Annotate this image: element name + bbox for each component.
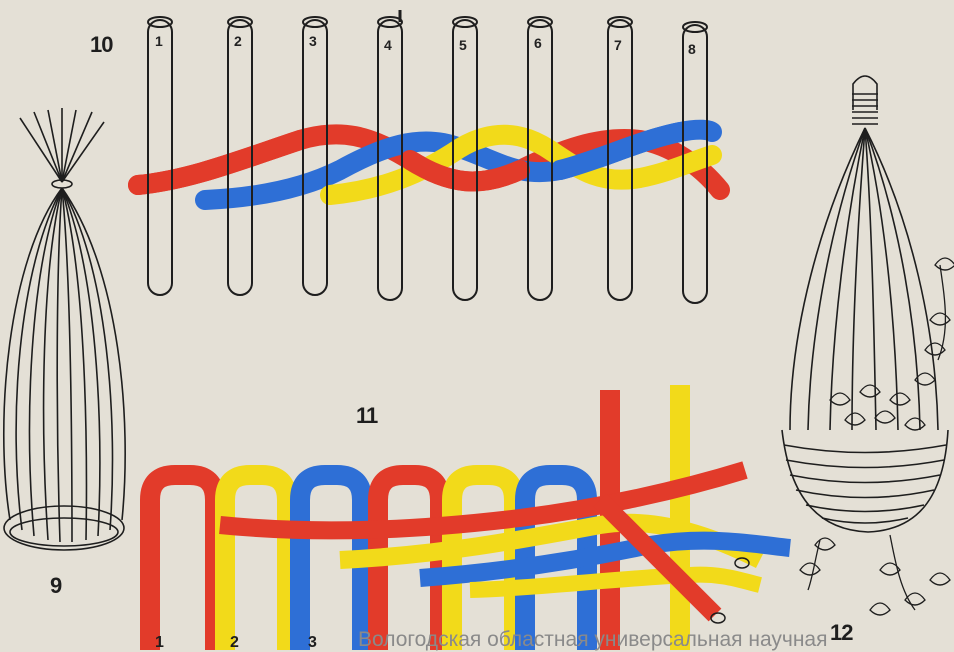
rod-label: 2 <box>234 33 242 49</box>
figure-10-number: 10 <box>90 32 112 58</box>
rod-1: 1 <box>148 17 172 295</box>
figure-12-hanging-planter <box>782 76 954 615</box>
rod-label: 1 <box>155 33 163 49</box>
rod-label: 6 <box>534 35 542 51</box>
rod-label: 7 <box>614 37 622 53</box>
bottom-label-3: 3 <box>308 634 317 652</box>
rod-label: 8 <box>688 41 696 57</box>
bottom-label-2: 2 <box>230 634 239 652</box>
figure-9-number: 9 <box>50 573 61 599</box>
figure-11-arch-braid <box>150 385 790 650</box>
figure-11-number: 11 <box>356 403 377 429</box>
library-watermark: Вологодская областная универсальная науч… <box>358 628 954 652</box>
rod-3: 3 <box>303 17 327 295</box>
rod-label: 3 <box>309 33 317 49</box>
rod-label: 4 <box>384 37 392 53</box>
bottom-label-1: 1 <box>155 634 164 652</box>
figure-9-wire-frame <box>4 108 125 550</box>
rod-label: 5 <box>459 37 467 53</box>
figure-10-braid-on-rods: 1 2 3 4 5 6 7 <box>138 10 720 303</box>
